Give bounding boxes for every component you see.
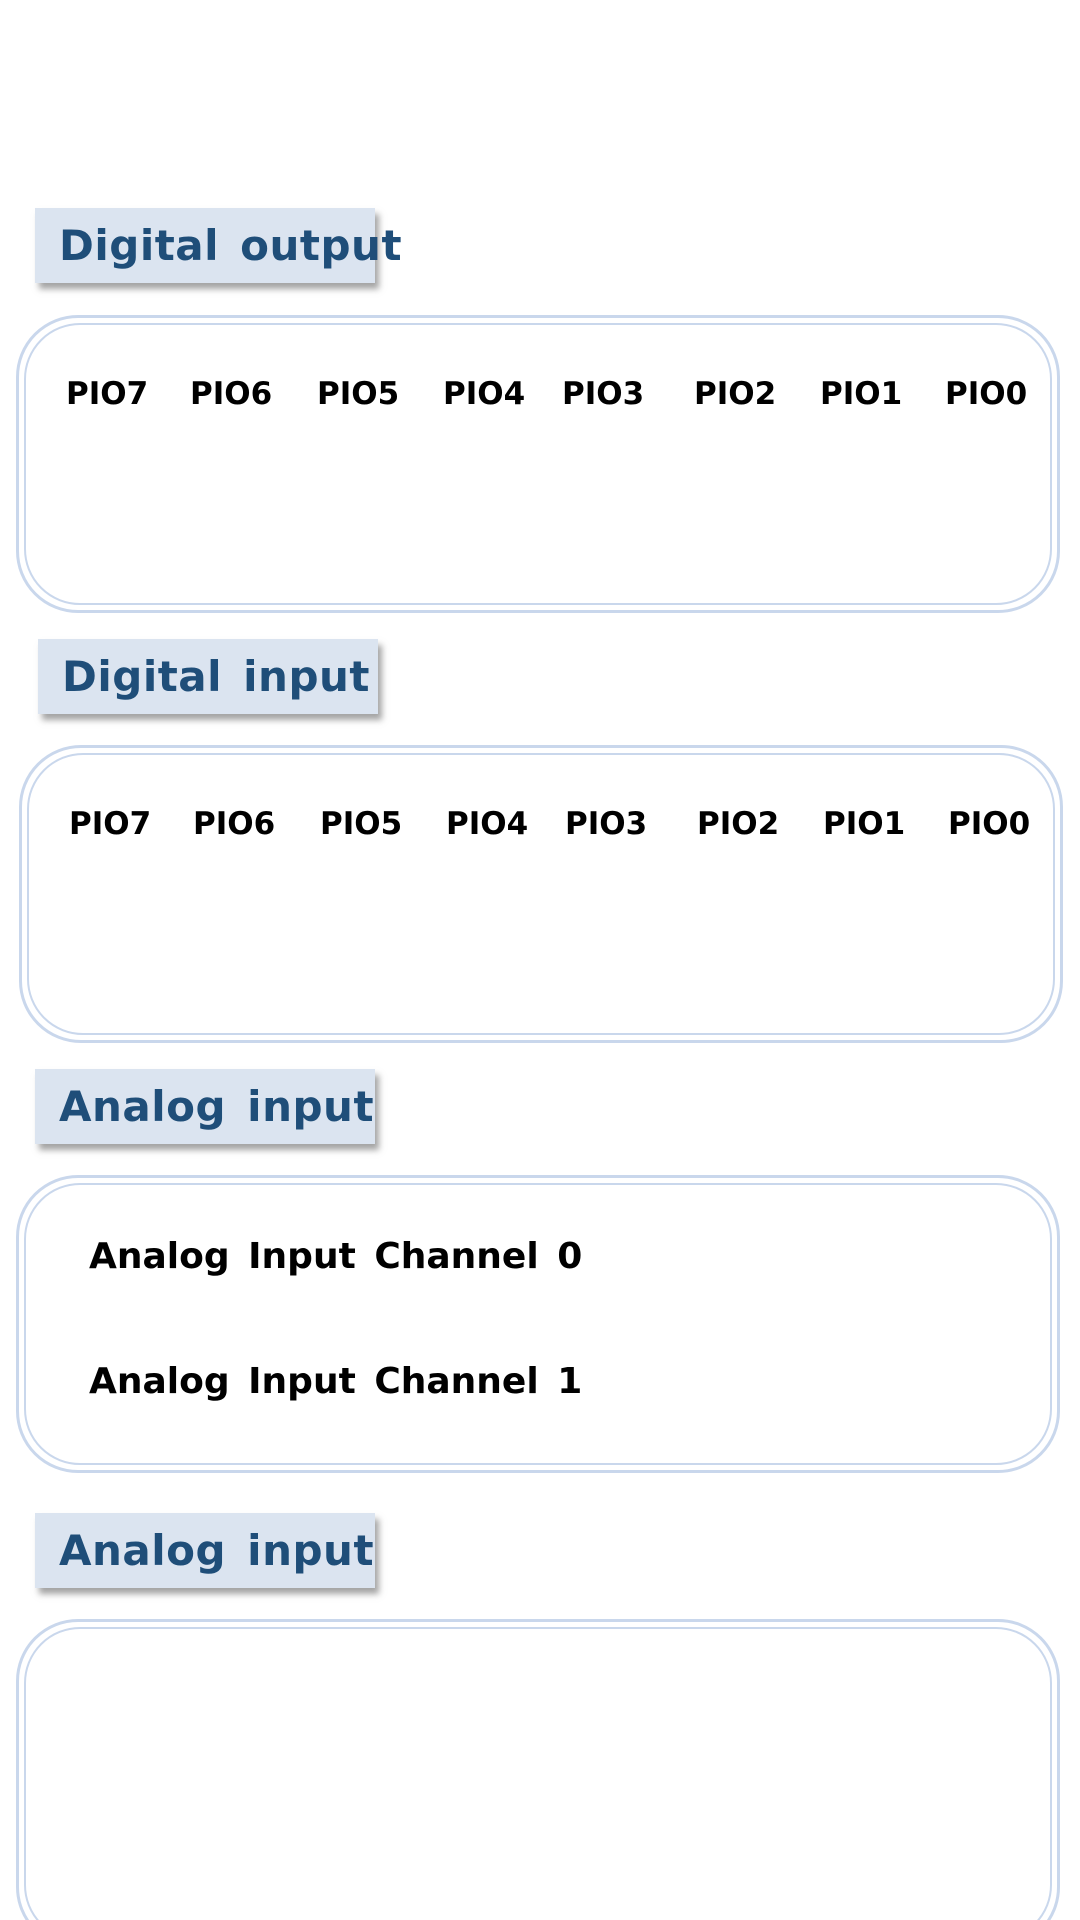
analog-input-2-panel	[16, 1619, 1060, 1920]
analog-input-channel-1-label: Analog Input Channel 1	[89, 1361, 583, 1402]
digital-output-pio0[interactable]: PIO0	[945, 376, 1028, 412]
analog-input-2-panel-border	[24, 1627, 1052, 1920]
digital-output-pio2[interactable]: PIO2	[694, 376, 777, 412]
digital-output-pio6[interactable]: PIO6	[190, 376, 273, 412]
digital-output-header: Digital output	[35, 208, 402, 283]
analog-input-title: Analog input	[59, 1082, 375, 1131]
digital-output-pio1[interactable]: PIO1	[820, 376, 903, 412]
digital-output-panel-border	[24, 323, 1052, 605]
digital-input-pio6: PIO6	[193, 806, 276, 842]
digital-output-pio5[interactable]: PIO5	[317, 376, 400, 412]
digital-input-pio0: PIO0	[948, 806, 1031, 842]
analog-input-panel: Analog Input Channel 0 Analog Input Chan…	[16, 1175, 1060, 1473]
analog-input-2-header: Analog input	[35, 1513, 375, 1588]
digital-input-panel: PIO7 PIO6 PIO5 PIO4 PIO3 PIO2 PIO1 PIO0	[19, 745, 1063, 1043]
digital-output-title: Digital output	[59, 221, 403, 270]
analog-input-header: Analog input	[35, 1069, 375, 1144]
digital-output-panel: PIO7 PIO6 PIO5 PIO4 PIO3 PIO2 PIO1 PIO0	[16, 315, 1060, 613]
digital-output-pio3[interactable]: PIO3	[562, 376, 645, 412]
analog-input-panel-border	[24, 1183, 1052, 1465]
analog-input-channel-0-label: Analog Input Channel 0	[89, 1236, 583, 1277]
digital-input-pio3: PIO3	[565, 806, 648, 842]
digital-input-pio4: PIO4	[446, 806, 529, 842]
analog-input-2-title: Analog input	[59, 1526, 375, 1575]
digital-input-pio5: PIO5	[320, 806, 403, 842]
digital-output-pio7[interactable]: PIO7	[66, 376, 149, 412]
digital-input-title: Digital input	[62, 652, 370, 701]
digital-input-pio7: PIO7	[69, 806, 152, 842]
digital-input-panel-border	[27, 753, 1055, 1035]
digital-output-pio4[interactable]: PIO4	[443, 376, 526, 412]
digital-input-pio2: PIO2	[697, 806, 780, 842]
digital-input-pio1: PIO1	[823, 806, 906, 842]
digital-input-header: Digital input	[38, 639, 378, 714]
